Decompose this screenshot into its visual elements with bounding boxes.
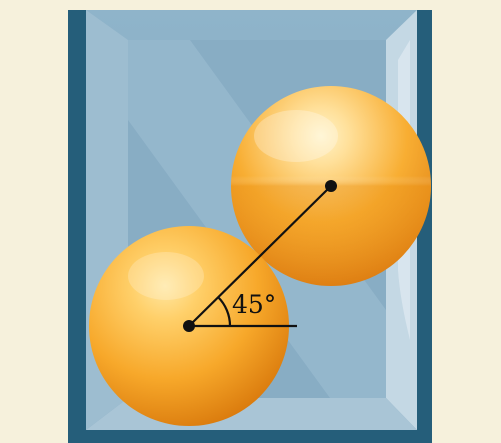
container-bottom-edge <box>68 430 432 443</box>
angle-label: 45° <box>232 290 276 319</box>
lower-sphere-center-dot <box>183 320 195 332</box>
upper-sphere-center-dot <box>325 180 337 192</box>
container-wall-left <box>68 10 86 443</box>
center-connector-line <box>188 185 332 327</box>
container-wall-right <box>417 10 432 443</box>
angle-arc <box>217 296 232 327</box>
